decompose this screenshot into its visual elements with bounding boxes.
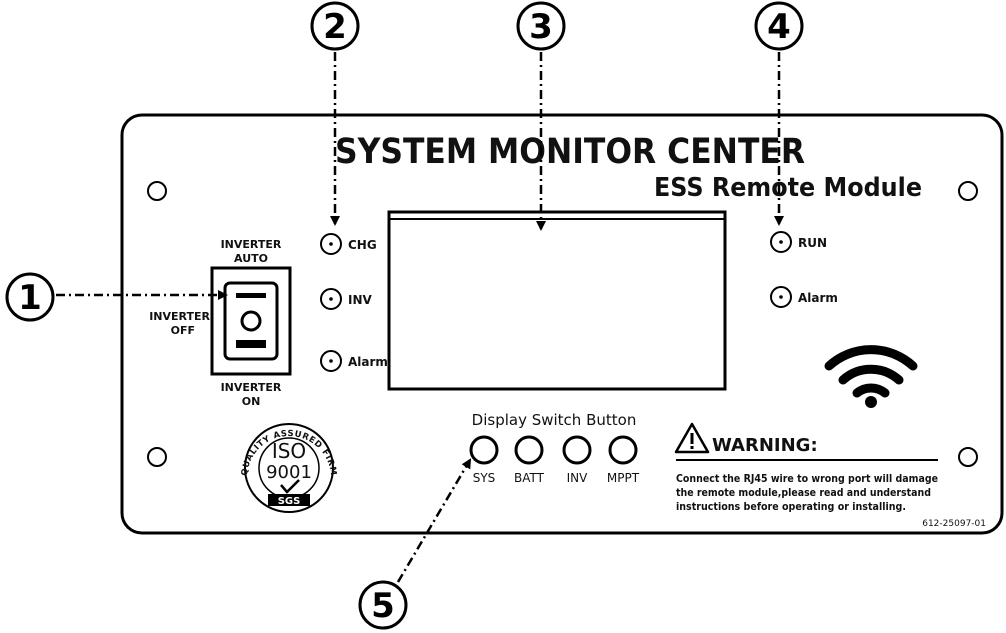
callout-3-number: 3 [529,7,553,47]
iso-number: 9001 [266,462,312,483]
warning-line-1: Connect the RJ45 wire to wrong port will… [676,473,938,485]
panel-title: SYSTEM MONITOR CENTER [335,132,805,172]
switch-bottom-label-line1: INVERTER [221,381,282,394]
callout-5-leader [396,458,472,583]
switch-top-label-line1: INVERTER [221,238,282,251]
iso-text: ISO [272,439,306,463]
mounting-hole-bottom-right [958,447,978,467]
display-button-mppt-label: MPPT [607,471,640,485]
led-inv [320,288,342,310]
display-button-sys-label: SYS [473,471,496,485]
callout-5-number: 5 [371,586,395,626]
callout-1-number: 1 [18,278,42,318]
callout-4-number: 4 [767,7,791,47]
callout-5: 5 [358,580,408,630]
display-button-batt-label: BATT [514,471,545,485]
display-button-inv-label: INV [567,471,589,485]
mounting-hole-bottom-left [147,447,167,467]
display-button-mppt[interactable] [608,435,638,465]
callout-2-number: 2 [323,7,347,47]
inverter-rocker-switch[interactable] [210,266,292,376]
warning-line-3: instructions before operating or install… [676,501,906,513]
wifi-icon [824,345,918,408]
led-chg-label: CHG [348,238,377,252]
lcd-screen [387,210,727,391]
led-run-label: RUN [798,236,827,250]
switch-side-label-line1: INVERTER [149,310,210,323]
switch-side-label-line2: OFF [171,324,195,337]
sgs-text: SGS [278,496,301,507]
part-number: 612-25097-01 [922,519,986,529]
callout-1: 1 [5,272,55,322]
display-button-batt[interactable] [514,435,544,465]
display-button-sys[interactable] [469,435,499,465]
led-chg [320,233,342,255]
led-alarm-right [770,286,792,308]
led-alarm-left [320,350,342,372]
led-alarm-right-label: Alarm [798,291,838,305]
led-inv-label: INV [348,293,373,307]
panel-subtitle: ESS Remote Module [654,173,922,203]
led-alarm-left-label: Alarm [348,355,388,369]
callout-4: 4 [754,1,804,51]
warning-line-2: the remote module,please read and unders… [676,487,931,499]
switch-top-label-line2: AUTO [234,252,268,265]
warning-triangle-icon [674,422,710,454]
display-switch-title: Display Switch Button [472,411,637,429]
callout-2: 2 [310,1,360,51]
display-button-inv[interactable] [562,435,592,465]
mounting-hole-top-right [958,181,978,201]
switch-bottom-label-line2: ON [242,395,261,408]
check-icon [280,479,300,494]
mounting-hole-top-left [147,181,167,201]
callout-3: 3 [516,1,566,51]
warning-heading: WARNING: [712,435,818,456]
led-run [770,231,792,253]
